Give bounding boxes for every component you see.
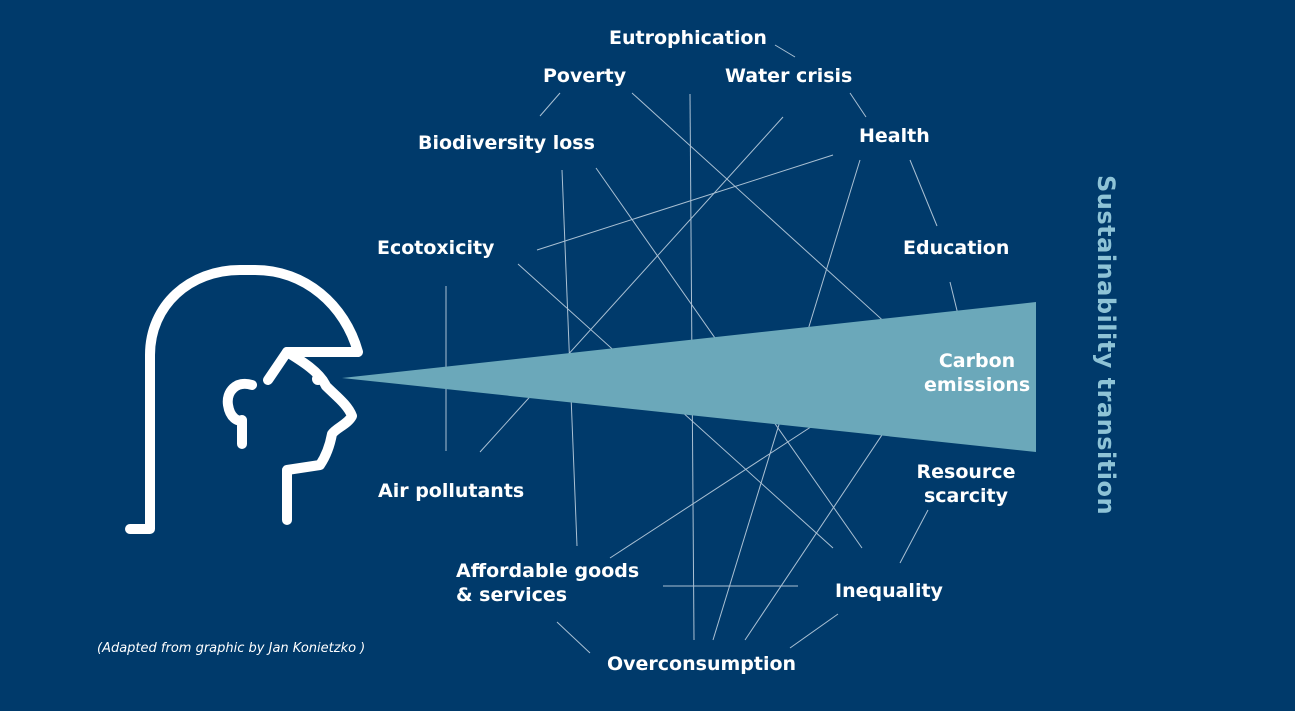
- person-head-profile-icon: [125, 265, 363, 534]
- connector: [631, 92, 911, 346]
- connector: [849, 92, 867, 118]
- node-inequality: Inequality: [835, 580, 943, 602]
- node-water-crisis: Water crisis: [725, 65, 853, 87]
- connector: [744, 404, 903, 641]
- connector: [899, 509, 929, 564]
- node-poverty: Poverty: [543, 65, 627, 87]
- node-carbon-emissions: Carbon emissions: [924, 350, 1031, 396]
- connector: [539, 92, 561, 117]
- node-biodiversity-loss: Biodiversity loss: [418, 132, 595, 154]
- node-eutrophication: Eutrophication: [609, 27, 767, 49]
- connector: [909, 159, 938, 227]
- node-affordable-goods-services: Affordable goods & services: [456, 560, 640, 606]
- connector: [774, 44, 796, 58]
- node-ecotoxicity: Ecotoxicity: [377, 237, 495, 259]
- diagram-title: Sustainability transition: [1092, 175, 1120, 516]
- node-overconsumption: Overconsumption: [607, 653, 797, 675]
- connector: [536, 154, 834, 251]
- eye-icon: [312, 373, 324, 385]
- connector: [556, 621, 591, 654]
- title-container: Sustainability transition: [1066, 175, 1146, 515]
- connector: [789, 613, 839, 649]
- source-credit: (Adapted from graphic by Jan Konietzko ): [97, 641, 366, 656]
- node-resource-scarcity: Resource scarcity: [916, 461, 1016, 507]
- node-health: Health: [859, 125, 930, 147]
- node-education: Education: [903, 237, 1010, 259]
- node-air-pollutants: Air pollutants: [378, 480, 525, 502]
- vision-beam: [342, 302, 1036, 452]
